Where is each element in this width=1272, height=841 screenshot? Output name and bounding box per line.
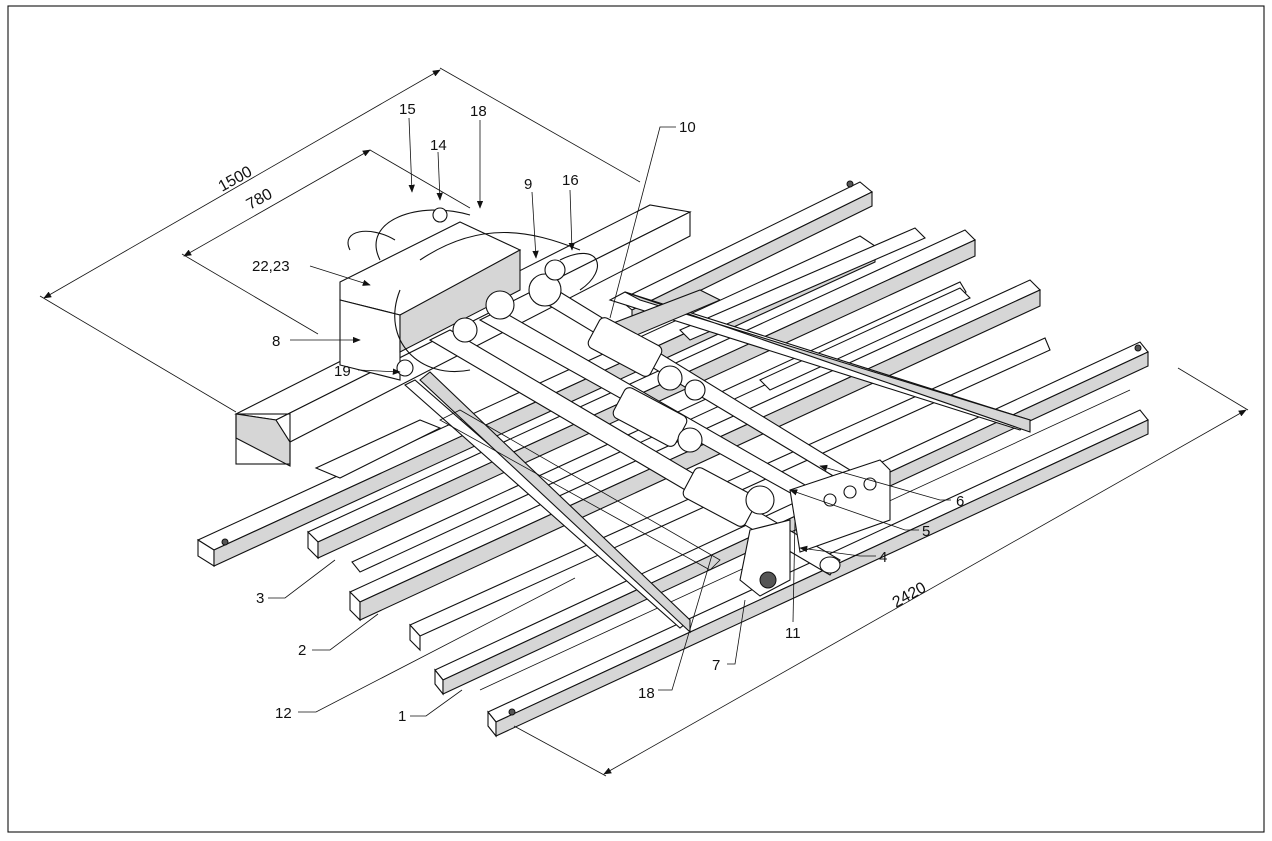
callout-22-23: 22,23 (252, 258, 290, 275)
base-rails (196, 180, 1149, 738)
dim-780-label: 780 (244, 186, 276, 214)
callout-18-bottom: 18 (638, 685, 655, 702)
callout-16: 16 (562, 172, 579, 189)
callout-1: 1 (398, 708, 406, 725)
callout-14: 14 (430, 137, 447, 154)
callout-11: 11 (785, 625, 801, 642)
callout-12: 12 (275, 705, 292, 722)
callout-19: 19 (334, 363, 351, 380)
drawing-border (7, 5, 1265, 833)
callout-15: 15 (399, 101, 416, 118)
callout-labels: 15 14 18 9 16 10 22,23 8 19 6 5 4 11 7 1… (252, 101, 964, 725)
dim-1500-label: 1500 (216, 163, 255, 195)
callout-9: 9 (524, 176, 532, 193)
callout-6: 6 (956, 493, 964, 510)
dim-2420-label: 2420 (890, 579, 929, 611)
leader-lines (268, 117, 951, 717)
callout-8: 8 (272, 333, 280, 350)
callout-4: 4 (879, 549, 887, 566)
callout-5: 5 (922, 523, 930, 540)
callout-3: 3 (256, 590, 264, 607)
callout-18-top: 18 (470, 103, 487, 120)
dimension-lines (39, 67, 1249, 777)
callout-7: 7 (712, 657, 720, 674)
callout-10: 10 (679, 119, 696, 136)
callout-2: 2 (298, 642, 306, 659)
